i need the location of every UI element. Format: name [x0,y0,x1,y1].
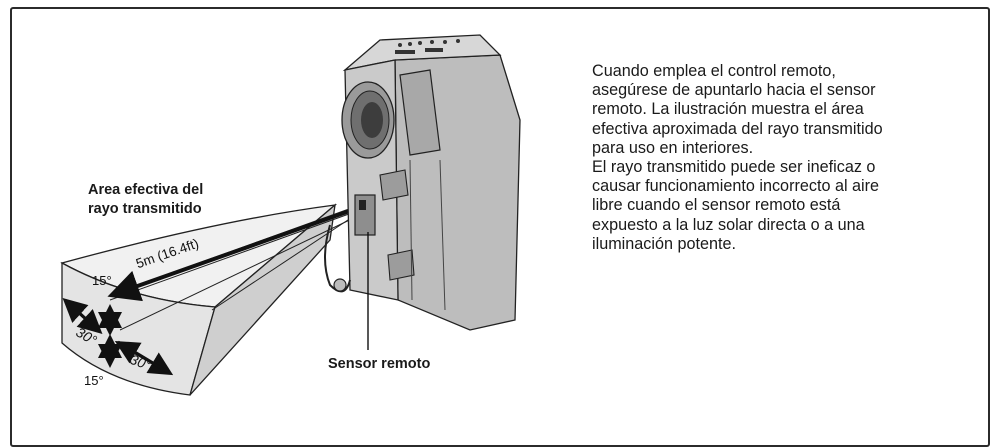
description-line: iluminación potente. [592,234,736,253]
remote-sensor-illustration [60,34,521,396]
beam-area-caption-line-2: rayo transmitido [88,201,202,217]
angle-bottom-label: 15° [84,373,104,388]
description-line: expuesto a la luz solar directa o a una [592,215,865,234]
description-line: para uso en interiores. [592,138,754,157]
angle-arrows [62,297,174,376]
camcorder-drawing [324,34,521,331]
distance-arrow [107,206,359,302]
description-line: libre cuando el sensor remoto está [592,196,841,215]
description-line: remoto. La ilustración muestra el área [592,100,864,119]
description-text: Cuando emplea el control remoto, asegúre… [592,62,982,254]
beam-area-block [60,203,361,396]
description-line: efectiva aproximada del rayo transmitido [592,119,883,138]
beam-area-caption: Area efectiva del rayo transmitido [88,181,203,219]
description-line: El rayo transmitido puede ser ineficaz o [592,158,876,177]
sensor-label: Sensor remoto [328,356,431,372]
description-line: Cuando emplea el control remoto, [592,62,836,80]
angle-top-label: 15° [92,273,112,288]
description-line: causar funcionamiento incorrecto al aire [592,177,880,196]
beam-area-caption-line-1: Area efectiva del [88,182,204,198]
description-line: asegúrese de apuntarlo hacia el sensor [592,81,876,100]
